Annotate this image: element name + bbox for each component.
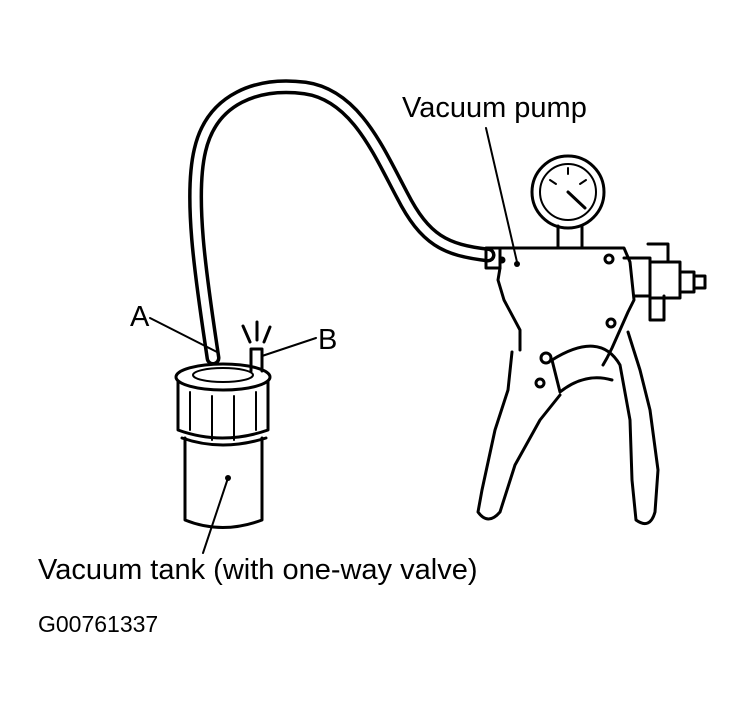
figure-code: G00761337 xyxy=(38,611,159,637)
callout-a-label: A xyxy=(130,301,150,333)
leader-lines xyxy=(149,127,518,554)
vacuum-gauge xyxy=(530,154,606,230)
callout-b-label: B xyxy=(318,324,338,356)
vacuum-tank-label: Vacuum tank (with one-way valve) xyxy=(38,554,478,586)
vacuum-pump-label: Vacuum pump xyxy=(402,92,587,124)
vacuum-tank xyxy=(174,320,272,529)
vacuum-pump xyxy=(476,154,707,526)
vacuum-hose xyxy=(188,79,496,366)
